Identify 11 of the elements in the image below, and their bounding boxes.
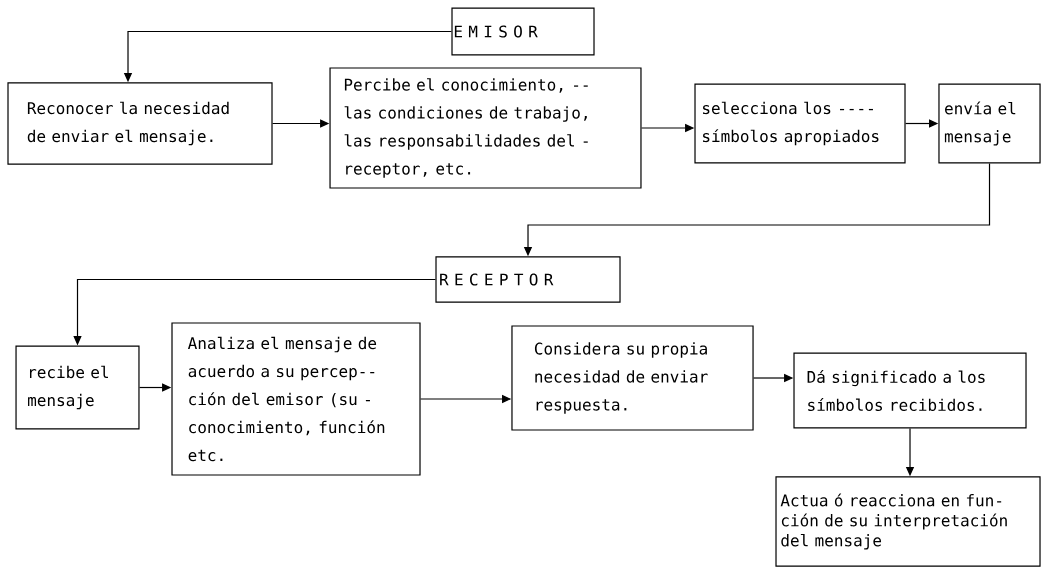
process-box: recibe el mensaje [15,345,140,430]
process-box: Analiza el mensaje de acuerdo a su percep-- ción del emisor (su - conocimiento, función etc. [171,322,421,476]
process-box: Considera su propia necesidad de enviar respuesta. [511,325,754,431]
process-box: selecciona los ---- símbolos apropiados [694,83,906,164]
process-box: Reconocer la necesidad de enviar el mensaje. [7,82,273,165]
process-box: envía el mensaje [938,83,1041,164]
process-box: Dá significado a los símbolos recibidos. [793,352,1027,429]
process-box: Percibe el conocimiento, -- las condiciones de trabajo, las responsabilidades del - receptor, etc. [329,67,642,189]
role-label-box: R E C E P T O R [435,256,621,303]
role-label-box: E M I S O R [451,7,595,56]
process-box: Actua ó reacciona en fun- ción de su interpretación del mensaje [775,476,1041,567]
